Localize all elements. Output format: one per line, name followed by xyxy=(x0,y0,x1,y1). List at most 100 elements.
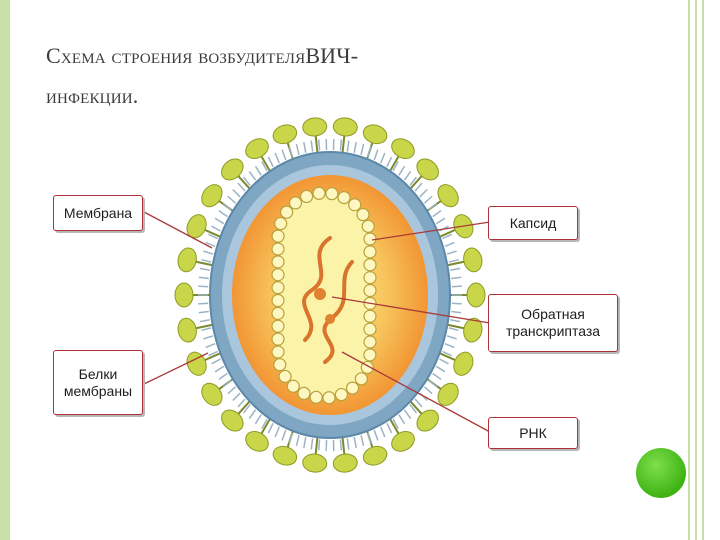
lipid-tick xyxy=(432,372,442,380)
lipid-tick xyxy=(198,276,209,280)
lipid-tick xyxy=(435,217,446,225)
capsid-subunit xyxy=(299,189,314,204)
capsid-subunit xyxy=(271,255,285,269)
lipid-tick xyxy=(339,139,343,151)
lipid-tick xyxy=(248,409,257,419)
lipid-tick xyxy=(254,165,262,176)
lipid-tick xyxy=(435,365,446,373)
capsid-subunit xyxy=(363,232,377,246)
lipid-tick xyxy=(198,310,209,314)
capsid-subunit xyxy=(337,191,351,205)
lipid-tick xyxy=(281,429,287,441)
lipid-tick xyxy=(444,343,455,349)
lipid-tick xyxy=(386,422,393,434)
capsid-subunit xyxy=(363,283,377,298)
lipid-tick xyxy=(428,202,438,211)
capsid-subunit xyxy=(271,293,285,308)
lipid-tick xyxy=(346,140,350,152)
lipid-tick xyxy=(261,418,268,429)
capsid-subunit xyxy=(288,196,303,210)
capsid-subunit xyxy=(271,229,285,243)
leader-lines xyxy=(143,211,491,433)
slide-title: Схема строения возбудителяВИЧ- инфекции. xyxy=(46,36,606,116)
lipid-tick xyxy=(353,141,357,154)
lipid-tick xyxy=(339,439,343,451)
capsid-subunit xyxy=(274,216,288,231)
lipid-tick xyxy=(360,435,365,447)
membrane-protein-knob xyxy=(177,317,197,343)
lipid-tick xyxy=(379,426,386,438)
rna-strand xyxy=(302,236,332,342)
membrane-protein-knob xyxy=(174,282,194,308)
lipid-tick xyxy=(198,302,209,305)
leader-line-membrane xyxy=(143,211,213,249)
lipid-tick xyxy=(442,233,452,240)
lipid-tick xyxy=(203,250,214,255)
lipid-tick xyxy=(310,438,314,450)
lipid-tick xyxy=(214,217,225,225)
membrane-protein-knob xyxy=(332,117,358,137)
capsid-subunit xyxy=(322,391,336,405)
lipid-tick xyxy=(242,404,251,414)
lipid-tick xyxy=(261,161,268,172)
capsid-subunit xyxy=(354,372,368,386)
lipid-tick xyxy=(423,195,433,204)
capsid-subunit xyxy=(271,242,285,256)
lipid-tick xyxy=(450,267,461,272)
membrane-protein-knob xyxy=(463,247,483,273)
capsid-subunit xyxy=(278,369,292,384)
membrane-protein-knob xyxy=(272,445,298,466)
capsid-subunit xyxy=(271,319,285,333)
lipid-tick xyxy=(398,165,406,176)
lipid-tick xyxy=(310,140,314,152)
membrane-protein-knob xyxy=(463,317,483,343)
lipid-tick xyxy=(254,414,262,425)
capsid-subunit xyxy=(361,219,375,233)
lipid-tick xyxy=(446,250,457,255)
capsid-subunit xyxy=(363,322,377,336)
left-accent-bar xyxy=(0,0,10,540)
membrane-protein-knob xyxy=(221,158,244,181)
lipid-tick xyxy=(227,195,237,204)
label-capsid: Капсид xyxy=(488,206,578,240)
lipid-tick xyxy=(366,146,372,158)
title-text: Схема строения возбудителя xyxy=(46,43,306,68)
lipid-tick xyxy=(423,386,433,395)
membrane-proteins xyxy=(174,117,486,473)
lipid-tick xyxy=(218,210,228,218)
capsid-subunit xyxy=(348,198,362,212)
membrane-protein-knob xyxy=(221,409,244,432)
capsid-subunit xyxy=(286,379,300,393)
lipid-tick xyxy=(448,258,459,263)
lipid-tick xyxy=(208,350,218,357)
capsid-subunit xyxy=(271,332,285,346)
lipid-tick xyxy=(379,152,386,164)
lipid-tick xyxy=(373,149,379,161)
lipid-tick xyxy=(439,358,449,365)
membrane-protein-knob xyxy=(302,453,328,473)
lipid-tick xyxy=(295,143,300,155)
lipid-tick xyxy=(317,139,321,151)
lipid-tick xyxy=(274,426,281,438)
reverse-transcriptase-dot xyxy=(325,314,335,324)
slide-decor-circle xyxy=(636,448,686,498)
lipid-tick xyxy=(237,182,246,192)
lipid-tick xyxy=(451,302,462,305)
lipid-tick xyxy=(386,156,393,168)
membrane-protein-knob xyxy=(391,138,415,159)
membrane-protein-knob xyxy=(437,382,459,406)
lipid-tick xyxy=(205,241,216,247)
lipid-tick xyxy=(274,152,281,164)
capsid-subunit xyxy=(271,306,285,320)
lipid-tick xyxy=(281,149,287,161)
membrane-protein-knob xyxy=(391,431,415,452)
leader-line-rna xyxy=(341,351,491,433)
capsid-subunit xyxy=(363,245,377,259)
membrane-protein-knob xyxy=(245,138,269,159)
capsid-subunit xyxy=(271,345,285,359)
lipid-tick xyxy=(409,404,418,414)
label-membrane-proteins: Белки мембраны xyxy=(53,350,143,415)
lipid-tick xyxy=(303,436,307,449)
lipid-tick xyxy=(199,267,210,272)
lipid-tick xyxy=(414,182,423,192)
